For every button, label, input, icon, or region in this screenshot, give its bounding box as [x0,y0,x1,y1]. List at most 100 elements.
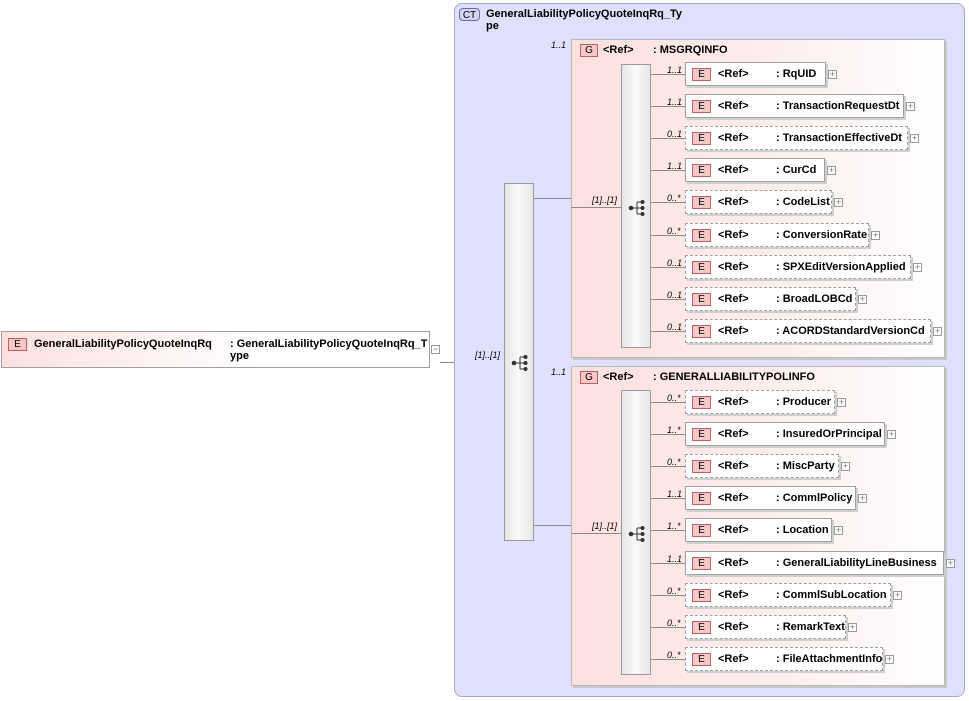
element-row[interactable]: E<Ref>: ConversionRate [685,223,869,247]
element-cardinality: 0..* [667,193,681,203]
connector-line [651,235,685,236]
expand-icon[interactable]: + [848,622,857,632]
element-cardinality: 0..1 [667,322,683,332]
element-row[interactable]: E<Ref>: Producer [685,390,835,414]
group-badge: G [580,44,598,57]
sequence-icon [628,526,645,542]
element-name: : RemarkText [776,621,845,633]
element-ref-label: <Ref> [718,261,749,273]
element-badge: E [692,293,711,306]
element-badge: E [692,492,711,505]
element-cardinality: 1..* [667,425,681,435]
expand-icon[interactable]: + [837,397,846,407]
expand-icon[interactable]: + [828,69,837,79]
group-ref-label: <Ref> [603,371,634,383]
element-row[interactable]: E <Ref> : FileAttachmentInfo [685,647,883,671]
element-row[interactable]: E <Ref> : BroadLOBCd [685,287,856,311]
element-badge: E [692,261,711,274]
element-row[interactable]: E<Ref>: InsuredOrPrincipal [685,422,885,446]
connector-line [651,563,685,564]
root-element[interactable]: E GeneralLiabilityPolicyQuoteInqRq : Gen… [1,331,430,368]
expand-icon[interactable]: + [871,230,880,240]
connector-line [651,530,685,531]
expand-icon[interactable]: + [834,197,843,207]
element-badge: E [692,229,711,242]
element-row[interactable]: E<Ref>: Location [685,518,832,542]
element-name: : TransactionEffectiveDt [776,132,902,144]
element-badge: E [692,396,711,409]
expand-icon[interactable]: + [858,294,867,304]
element-name: : ConversionRate [776,229,868,241]
root-element-type-line2: ype [230,350,249,362]
connector-line [534,198,571,199]
element-name: : ACORDStandardVersionCd [776,325,925,337]
element-ref-label: <Ref> [718,428,749,440]
group-sequence-compositor[interactable] [621,64,651,348]
expand-icon[interactable]: + [827,165,836,175]
connector-line [651,138,685,139]
connector-line [651,659,685,660]
element-badge: E [692,460,711,473]
root-sequence-compositor[interactable] [504,183,534,541]
sequence-icon [628,200,645,216]
group-ref-label: <Ref> [603,44,634,56]
element-row[interactable]: E<Ref>: CommlPolicy [685,486,856,510]
element-cardinality: 0..* [667,586,681,596]
connector-line [571,207,621,208]
expand-icon[interactable]: + [910,133,919,143]
element-row[interactable]: E<Ref>: RqUID [685,62,826,86]
element-row[interactable]: E<Ref>: MiscParty [685,454,839,478]
connector-line [651,299,685,300]
expand-icon[interactable]: + [887,429,896,439]
connector-line [651,170,685,171]
element-ref-label: <Ref> [718,653,749,665]
root-element-type-line1: : GeneralLiabilityPolicyQuoteInqRq_T [230,338,428,350]
connector-line [571,533,621,534]
expand-icon[interactable]: + [841,461,850,471]
element-badge: E [692,653,711,666]
expand-icon[interactable]: + [933,326,942,336]
element-name: : BroadLOBCd [776,293,853,305]
element-ref-label: <Ref> [718,293,749,305]
expand-icon[interactable]: + [893,590,902,600]
expand-icon[interactable]: + [946,558,955,568]
element-ref-label: <Ref> [718,164,749,176]
element-ref-label: <Ref> [718,196,749,208]
complex-type-badge: CT [459,8,480,21]
element-ref-label: <Ref> [718,557,749,569]
element-row[interactable]: E<Ref>: CommlSubLocation [685,583,891,607]
element-badge: E [692,557,711,570]
element-name: : SPXEditVersionApplied [776,261,906,273]
collapse-icon[interactable]: − [431,344,440,354]
element-row[interactable]: E<Ref>: TransactionRequestDt [685,94,904,118]
element-row[interactable]: E<Ref>: ACORDStandardVersionCd [685,319,931,343]
element-badge: E [692,68,711,81]
element-row[interactable]: E<Ref>: CodeList [685,190,832,214]
element-row[interactable]: E<Ref>: RemarkText [685,615,846,639]
group-sequence-compositor[interactable] [621,390,651,675]
connector-line [651,498,685,499]
element-cardinality: 1..1 [667,554,683,564]
element-name: : FileAttachmentInfo [776,653,883,665]
element-name: : CurCd [776,164,817,176]
expand-icon[interactable]: + [858,493,867,503]
element-row[interactable]: E <Ref> : GeneralLiabilityLineBusiness [685,551,944,575]
element-name: : GeneralLiabilityLineBusiness [776,557,937,569]
element-cardinality: 0..1 [667,129,683,139]
expand-icon[interactable]: + [834,525,843,535]
element-row[interactable]: E <Ref> : SPXEditVersionApplied [685,255,911,279]
expand-icon[interactable]: + [906,101,915,111]
element-name: : InsuredOrPrincipal [776,428,882,440]
connector-line [651,466,685,467]
element-name: : MiscParty [776,460,835,472]
element-ref-label: <Ref> [718,132,749,144]
element-row[interactable]: E<Ref>: CurCd [685,158,825,182]
connector-line [651,402,685,403]
expand-icon[interactable]: + [885,654,894,664]
group-sequence-cardinality: [1]..[1] [592,195,618,205]
element-cardinality: 0..* [667,393,681,403]
element-ref-label: <Ref> [718,492,749,504]
expand-icon[interactable]: + [913,262,922,272]
element-row[interactable]: E<Ref>: TransactionEffectiveDt [685,126,908,150]
element-badge: E [692,325,711,338]
